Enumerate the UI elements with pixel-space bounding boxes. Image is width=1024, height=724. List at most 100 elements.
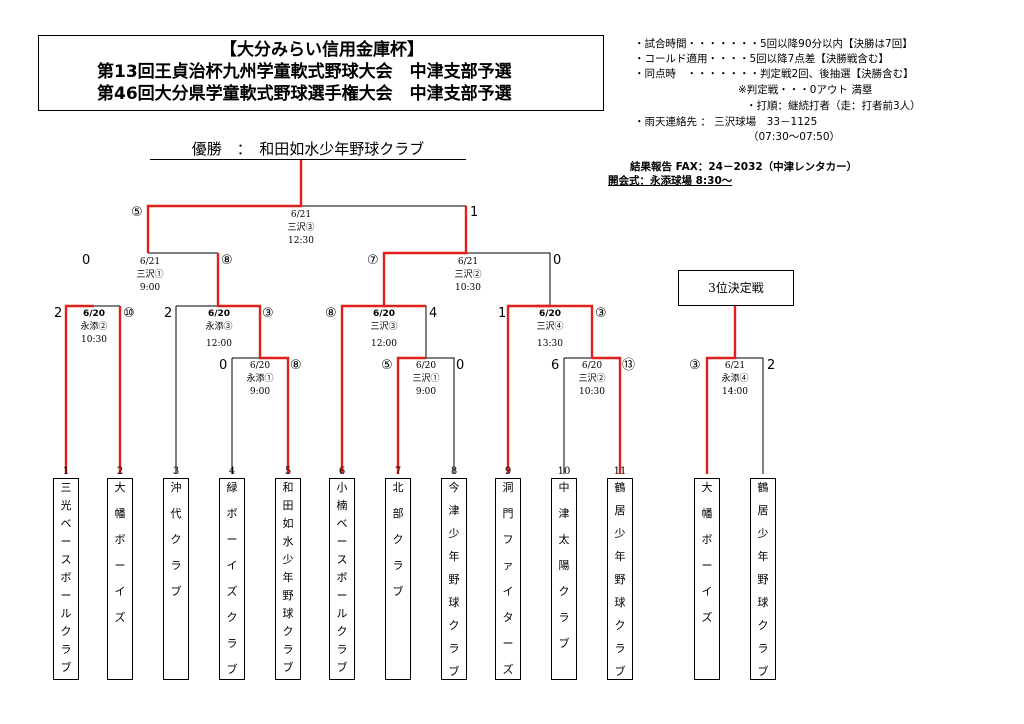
- m9-venue: 三沢②: [454, 270, 482, 280]
- m4-left-score: ⑧: [325, 306, 337, 321]
- final-venue: 三沢③: [287, 223, 315, 233]
- m4-time: 12:00: [371, 339, 397, 349]
- team-5-name-char: 野: [282, 589, 294, 602]
- team-5-name-char: ブ: [282, 661, 294, 674]
- team-9-name-char: ァ: [502, 559, 514, 572]
- team-4-name-char: ク: [226, 611, 238, 624]
- m2-date: 6/20: [207, 309, 231, 319]
- m9-right-line: [466, 252, 551, 306]
- team-2-name-char: イ: [114, 585, 126, 598]
- team-9-name-char: タ: [502, 611, 514, 624]
- team-3-name-char: 代: [170, 507, 182, 520]
- team-10-name-char: ブ: [558, 637, 570, 650]
- team-1-name-char: ス: [60, 553, 72, 566]
- m2-venue: 永添③: [205, 322, 233, 332]
- team-5-name-char: 球: [282, 607, 294, 620]
- team-9-name-box: 洞門ファイターズ: [495, 478, 521, 680]
- final-info: 6/21 三沢③ 12:30: [271, 209, 331, 248]
- m7-info: 6/20 三沢② 10:30: [562, 360, 622, 399]
- team-4-name-char: 緑: [226, 481, 238, 494]
- team-6-name-char: ラ: [336, 643, 348, 656]
- m6-date: 6/20: [538, 309, 562, 319]
- third-team-1-name-char: イ: [701, 585, 713, 598]
- note-game-time: ・試合時間・・・・・・・5回以降90分以内【決勝は7回】: [634, 38, 913, 50]
- note-called-game: ・コールド適用・・・・5回以降7点差【決勝戦含む】: [634, 53, 889, 65]
- team-10-number: 10: [557, 466, 571, 477]
- team-1-name-char: ー: [60, 589, 72, 602]
- team-8-name-char: ブ: [448, 665, 460, 678]
- m2-left-score: 2: [164, 306, 173, 321]
- m5-info: 6/20 三沢① 9:00: [396, 360, 456, 399]
- team-8-name-char: 球: [448, 596, 460, 609]
- third-team-2-name-char: ラ: [757, 642, 769, 655]
- team-7-name-char: ラ: [392, 559, 404, 572]
- team-10-name-char: 津: [558, 507, 570, 520]
- m6-venue: 三沢④: [536, 322, 564, 332]
- team-1-name-char: 光: [60, 499, 72, 512]
- m8-left-score: 0: [82, 253, 91, 268]
- team-6-name-char: ボ: [336, 571, 348, 584]
- result-fax: 結果報告 FAX：24－2032（中津レンタカー）: [630, 161, 858, 173]
- team-1-name-box: 三光ベースボールクラブ: [53, 478, 79, 680]
- third-team-2-name-char: 野: [757, 573, 769, 586]
- m3-left-score: 0: [219, 358, 228, 373]
- team-4-name-char: イ: [226, 559, 238, 572]
- m6-info: 6/20 三沢④ 13:30: [520, 308, 580, 351]
- team-6-name-char: ブ: [336, 661, 348, 674]
- note-tiebreak: ※判定戦・・・0アウト 満塁: [738, 84, 873, 96]
- m9-time: 10:30: [455, 283, 481, 293]
- team-4-name-char: ズ: [226, 585, 238, 598]
- team-2-name-char: ボ: [114, 533, 126, 546]
- m3-venue: 永添①: [246, 374, 274, 384]
- m5-right-score: 0: [456, 358, 465, 373]
- tournament-title-2: 第46回大分県学童軟式野球選手権大会 中津支部予選: [97, 84, 512, 104]
- team-1-name-char: ー: [60, 535, 72, 548]
- note-contact-hours: （07:30～07:50）: [748, 131, 841, 143]
- team-1-name-char: 三: [60, 481, 72, 494]
- team-8-name-char: 津: [448, 504, 460, 517]
- team-7-name-char: ク: [392, 533, 404, 546]
- third-winner-line: [705, 306, 737, 474]
- note-batting-order: ・打順：継続打者（走：打者前3人）: [746, 100, 921, 112]
- third-team-2-name-char: 年: [757, 550, 769, 563]
- team-5-name-char: ク: [282, 625, 294, 638]
- team-10-name-char: ラ: [558, 611, 570, 624]
- team-2-name-char: ー: [114, 559, 126, 572]
- team-10-name-char: 陽: [558, 559, 570, 572]
- m3-time: 9:00: [249, 387, 271, 397]
- m4-info: 6/20 三沢③ 12:00: [354, 308, 414, 351]
- m6-left-score: 1: [498, 306, 507, 321]
- m9-info: 6/21 三沢② 10:30: [438, 256, 498, 295]
- final-time: 12:30: [288, 236, 314, 246]
- third-team-2-name-char: 少: [757, 527, 769, 540]
- team-8-name-char: ク: [448, 619, 460, 632]
- third-team-1-name-char: ボ: [701, 533, 713, 546]
- team-10-name-char: ク: [558, 585, 570, 598]
- team-7-name-char: 部: [392, 507, 404, 520]
- team-5-name-char: 水: [282, 535, 294, 548]
- team-3-number: 3: [172, 466, 180, 477]
- bracket-red-lines: [64, 160, 737, 474]
- third-team-2-name-char: ブ: [757, 665, 769, 678]
- team-3-name-box: 沖代クラブ: [163, 478, 189, 680]
- third-team-2-name-char: 居: [757, 504, 769, 517]
- team-3-name-char: 沖: [170, 481, 182, 494]
- team-11-name-char: 球: [614, 596, 626, 609]
- team-6-name-char: ク: [336, 625, 348, 638]
- team-4-name-char: ラ: [226, 637, 238, 650]
- team-1-name-char: ラ: [60, 643, 72, 656]
- team-11-name-char: 居: [614, 504, 626, 517]
- team-10-name-char: 太: [558, 533, 570, 546]
- team-4-name-char: ブ: [226, 663, 238, 676]
- m8-winner-line: [216, 253, 290, 474]
- champion-label: 優勝 ： 和田如水少年野球クラブ: [191, 140, 425, 158]
- team-8-name-char: 少: [448, 527, 460, 540]
- opening-ceremony: 開会式：永添球場 8:30～: [608, 175, 733, 187]
- team-8-number: 8: [450, 466, 458, 477]
- m6-winner: [536, 304, 594, 358]
- team-7-name-char: ブ: [392, 585, 404, 598]
- team-5-name-char: 和: [282, 481, 294, 494]
- team-9-name-char: 門: [502, 507, 514, 520]
- team-6-name-char: ル: [336, 607, 348, 620]
- team-11-name-char: 少: [614, 527, 626, 540]
